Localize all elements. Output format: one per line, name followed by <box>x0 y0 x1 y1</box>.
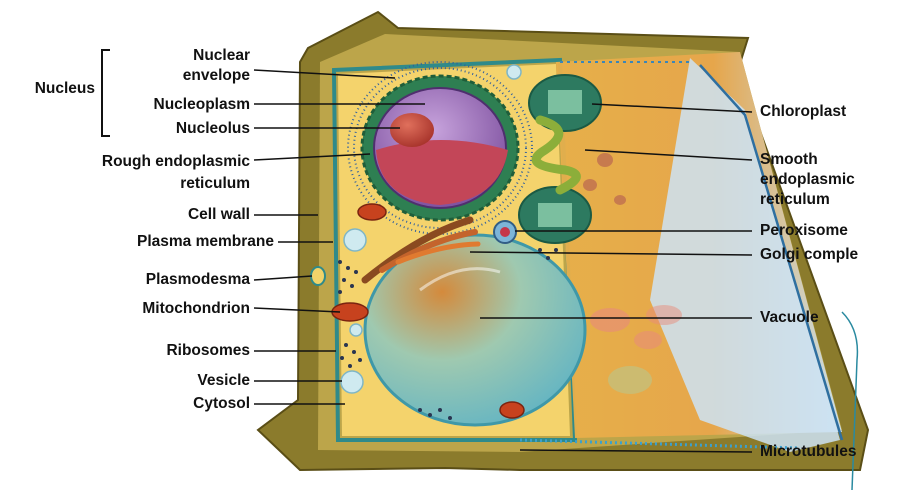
label-cytosol: Cytosol <box>193 395 250 413</box>
label-microtubules: Microtubules <box>760 443 856 461</box>
label-nucleoplasm: Nucleoplasm <box>154 96 250 114</box>
label-nucleus: Nucleus <box>35 80 95 98</box>
label-mitochondrion: Mitochondrion <box>142 300 250 318</box>
label-smooth-er-line2: endoplasmic <box>760 171 855 189</box>
label-ribosomes: Ribosomes <box>166 342 250 360</box>
label-cell-wall: Cell wall <box>188 206 250 224</box>
label-plasma-membrane: Plasma membrane <box>137 233 274 251</box>
label-peroxisome: Peroxisome <box>760 222 848 240</box>
nucleolus-shape <box>390 113 434 147</box>
label-golgi: Golgi comple <box>760 246 858 264</box>
peroxisome-core <box>500 227 510 237</box>
label-nucleolus: Nucleolus <box>176 120 250 138</box>
label-vacuole: Vacuole <box>760 309 819 327</box>
label-plasmodesma: Plasmodesma <box>146 271 250 289</box>
label-rough-er-line2: reticulum <box>180 175 250 193</box>
label-rough-er-line1: Rough endoplasmic <box>102 153 250 171</box>
nucleus-bracket <box>101 49 110 137</box>
nucleus-shape <box>362 76 518 220</box>
label-nuclear-envelope-line1: Nuclear <box>193 47 250 65</box>
label-chloroplast: Chloroplast <box>760 103 846 121</box>
plasmodesma-shape <box>311 267 325 285</box>
label-nuclear-envelope-line2: envelope <box>183 67 250 85</box>
label-smooth-er-line1: Smooth <box>760 151 818 169</box>
label-vesicle: Vesicle <box>197 372 250 390</box>
label-smooth-er-line3: reticulum <box>760 191 830 209</box>
